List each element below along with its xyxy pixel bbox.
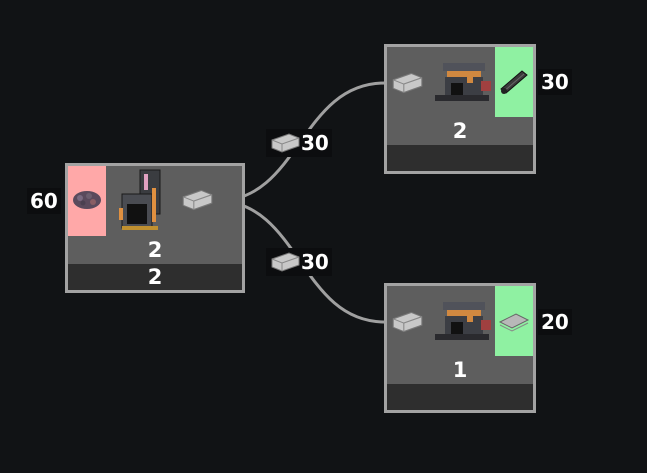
link-rate-value: 30: [301, 131, 329, 155]
press-machine-icon: [435, 302, 491, 340]
machine-count: 1: [452, 358, 468, 382]
link-rate-label: 30: [266, 248, 332, 276]
output-rate-label: 20: [538, 309, 572, 335]
node-smelter[interactable]: 2 2: [65, 163, 245, 293]
ingot-icon: [271, 133, 300, 153]
output-rate-label: 30: [538, 69, 572, 95]
node-footer: [387, 384, 533, 410]
ingot-icon: [271, 252, 300, 272]
press-machine-icon: [435, 63, 491, 101]
link-rate-value: 30: [301, 250, 329, 274]
node-footer: [387, 145, 533, 171]
rod-icon: [500, 70, 528, 94]
node-plate-press[interactable]: 1: [384, 283, 536, 413]
machine-count: 2: [452, 119, 468, 143]
machine-count: 2: [147, 238, 163, 262]
ingot-icon: [392, 311, 423, 333]
input-rate-label: 60: [27, 188, 61, 214]
link-rate-label: 30: [266, 129, 332, 157]
ingot-icon: [182, 189, 213, 211]
ingot-icon: [392, 72, 423, 94]
node-rod-press[interactable]: 2: [384, 44, 536, 174]
node-footer: 2: [68, 264, 242, 290]
plate-icon: [498, 313, 530, 332]
ore-icon: [73, 191, 101, 209]
smelter-machine-icon: [119, 169, 161, 230]
